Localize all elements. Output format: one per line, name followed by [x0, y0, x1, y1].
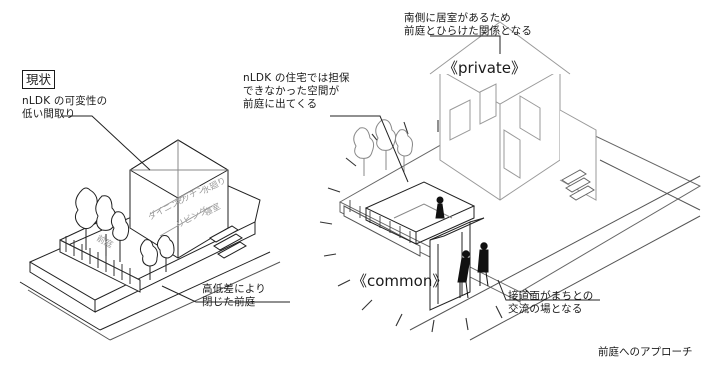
current-site-drawing: ダイニング キッチン 水廻り リビング 寝室 前庭: [19, 115, 290, 341]
figure-caption: 前庭へのアプローチ: [598, 346, 693, 358]
note-low-flexibility: nLDK の可変性の 低い間取り: [22, 95, 108, 120]
note-south-rooms: 南側に居室があるため 前庭とひらけた関係となる: [404, 12, 533, 37]
note-street-exchange: 接道面がまちとの 交流の場となる: [508, 290, 594, 315]
tag-common: 《common》: [352, 272, 448, 290]
note-new-space: nLDK の住宅では担保 できなかった空間が 前庭に出てくる: [243, 72, 350, 110]
note-closed-yard: 高低差により 閉じた前庭: [202, 283, 266, 308]
proposal-drawing: [319, 21, 702, 341]
current-badge: 現状: [22, 70, 56, 89]
tag-private: 《private》: [443, 59, 527, 77]
